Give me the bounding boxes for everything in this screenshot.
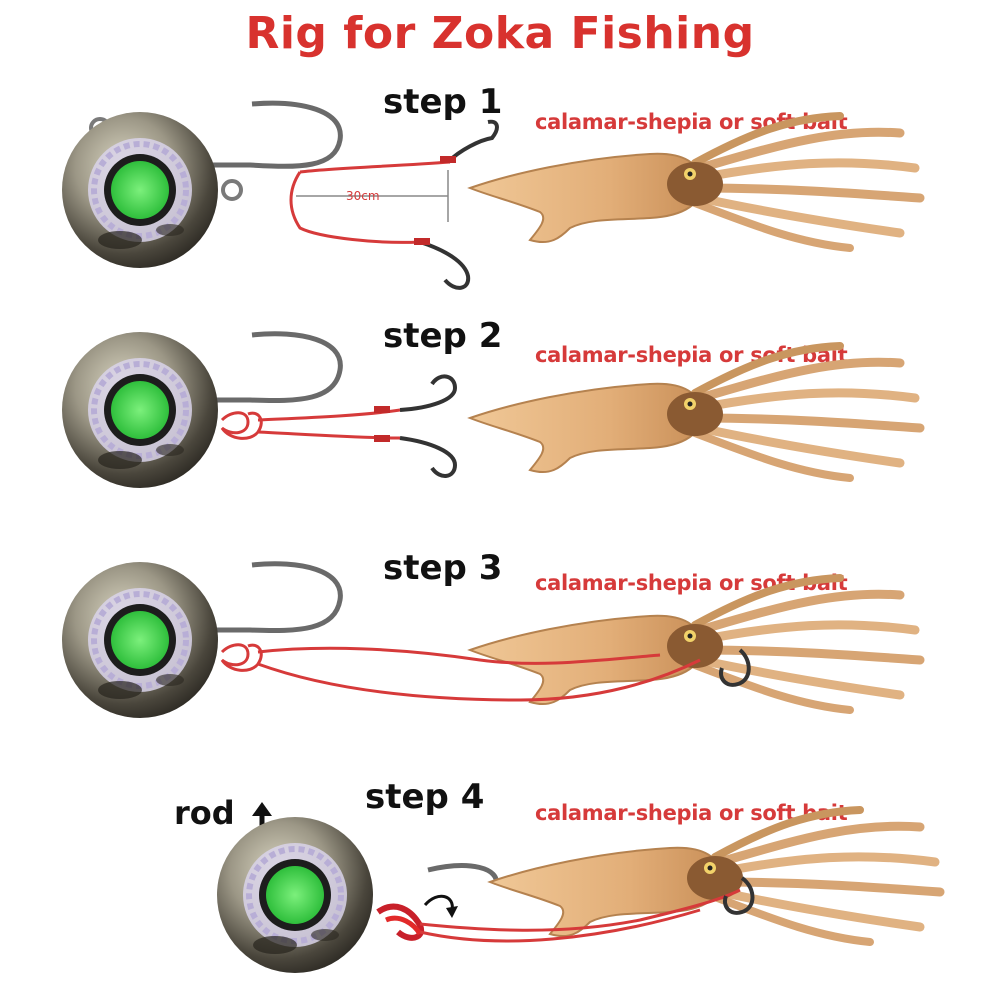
hook-icon: [399, 374, 458, 412]
squid-icon: [470, 116, 920, 248]
step-3-rig: [62, 562, 920, 718]
jig-hook-icon: [210, 331, 343, 404]
leader-line: [419, 888, 741, 932]
leader-line: [257, 658, 701, 702]
step-1-label: step 1: [383, 82, 503, 122]
hook-icon: [419, 240, 471, 290]
leader-line: [257, 646, 661, 665]
step-4-label: step 4: [365, 777, 485, 817]
squid-icon: [490, 810, 940, 942]
squid-icon: [470, 578, 920, 710]
loop-knot: [376, 903, 425, 941]
leader-line: [419, 908, 701, 943]
jig-head-icon: [62, 332, 218, 488]
jig-hook-icon: [200, 100, 343, 169]
hook-icon: [399, 436, 458, 478]
squid-icon: [470, 346, 920, 478]
rod-label: rod: [174, 794, 235, 832]
step-2-label: step 2: [383, 316, 503, 356]
jig-head-icon: [217, 817, 373, 973]
jig-hook-icon: [210, 561, 343, 634]
jig-head-icon: [62, 112, 218, 268]
measure-label: 30cm: [346, 189, 380, 203]
step-2-rig: [62, 332, 920, 488]
jig-hook-icon: [427, 863, 499, 886]
rotate-arrow-icon: [423, 894, 454, 911]
step-4-rig: [217, 802, 940, 973]
loop-knot: [220, 411, 263, 440]
step-3-label: step 3: [383, 548, 503, 588]
hook-icon: [446, 119, 499, 164]
hook-icon: [719, 648, 751, 687]
jig-head-icon: [62, 562, 218, 718]
diagram-title: Rig for Zoka Fishing: [245, 8, 755, 59]
step-1-rig: 30cm: [62, 100, 920, 290]
leader-line: [289, 171, 421, 244]
loop-knot: [220, 643, 263, 672]
leader-line: [299, 160, 451, 174]
hook-icon: [723, 876, 755, 915]
